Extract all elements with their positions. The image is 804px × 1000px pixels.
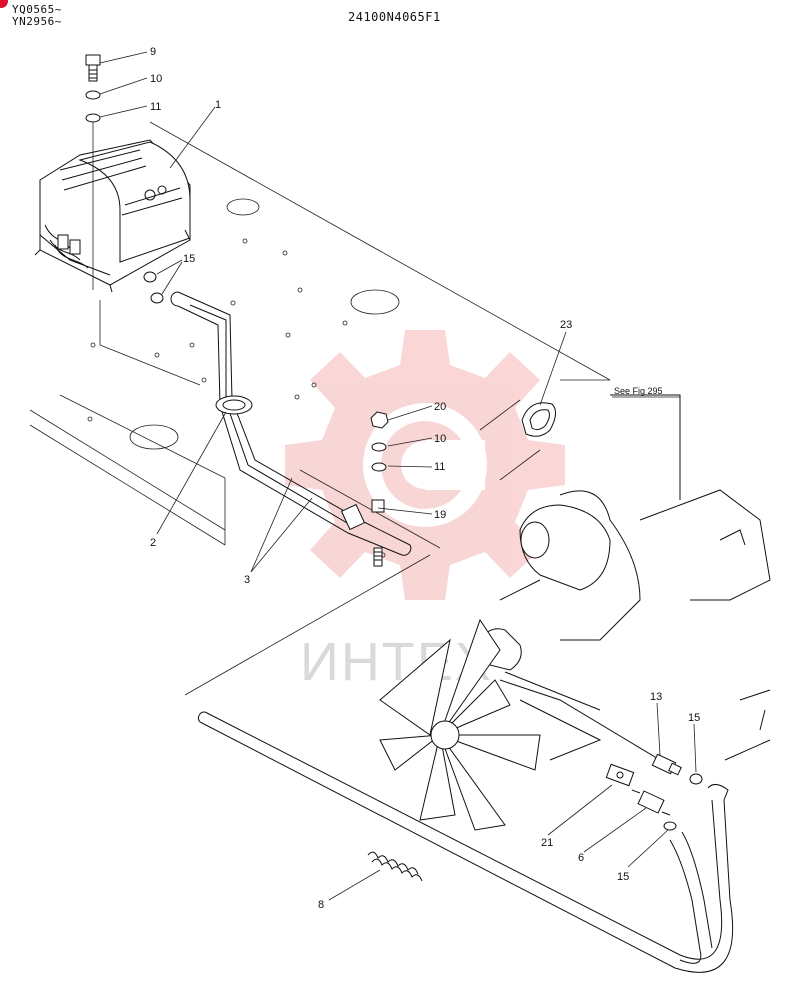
callout-13: 13 xyxy=(650,691,662,703)
washer-11b-icon xyxy=(371,462,387,472)
serial-line-2: YN2956~ xyxy=(12,15,62,28)
washer-10-icon xyxy=(85,90,101,100)
cooling-fan xyxy=(379,618,541,831)
callout-3: 3 xyxy=(244,574,250,586)
corner-badge xyxy=(0,0,8,8)
fitting-21-icon xyxy=(605,763,635,787)
hose-clip-19-icon xyxy=(340,499,385,531)
callout-10a: 10 xyxy=(150,73,162,85)
callout-10b: 10 xyxy=(434,433,446,445)
callout-11a: 11 xyxy=(150,101,161,113)
clamp-15d-icon xyxy=(663,821,677,831)
clamp-15b-icon xyxy=(150,292,164,304)
clamp-15c-icon xyxy=(689,773,703,785)
callout-15a: 15 xyxy=(183,253,195,265)
grommet-2-icon xyxy=(215,395,253,415)
watermark-gear-icon xyxy=(285,330,565,600)
grommet-23-icon xyxy=(521,402,556,437)
callout-21: 21 xyxy=(541,837,553,849)
callout-15c: 15 xyxy=(617,871,629,883)
bolt-9-icon xyxy=(85,54,101,82)
callout-8: 8 xyxy=(318,899,324,911)
return-hoses xyxy=(198,711,734,973)
clamp-15a-icon xyxy=(143,271,157,283)
heater-unit xyxy=(34,139,191,293)
base-plate xyxy=(29,121,611,696)
fitting-13-icon xyxy=(651,753,682,776)
callout-11b: 11 xyxy=(434,461,445,473)
spring-8-icon xyxy=(367,851,423,882)
reference-note: See Fig 295 xyxy=(614,386,663,396)
callout-20: 20 xyxy=(434,401,446,413)
valve-6-icon xyxy=(631,789,671,816)
serial-range: YQ0565~ YN2956~ xyxy=(12,4,62,28)
callout-6: 6 xyxy=(578,852,584,864)
callout-19: 19 xyxy=(434,509,446,521)
leader-lines xyxy=(99,51,697,901)
callout-9: 9 xyxy=(150,46,156,58)
callout-2: 2 xyxy=(150,537,156,549)
callout-15b: 15 xyxy=(688,712,700,724)
stud-icon xyxy=(373,547,383,567)
callout-1: 1 xyxy=(215,99,221,111)
nut-20-icon xyxy=(370,411,389,429)
washer-10b-icon xyxy=(371,442,387,452)
callout-23: 23 xyxy=(560,319,572,331)
part-code: 24100N4065F1 xyxy=(348,10,441,24)
serial-line-1: YQ0565~ xyxy=(12,3,62,16)
washer-11-icon xyxy=(85,113,101,123)
